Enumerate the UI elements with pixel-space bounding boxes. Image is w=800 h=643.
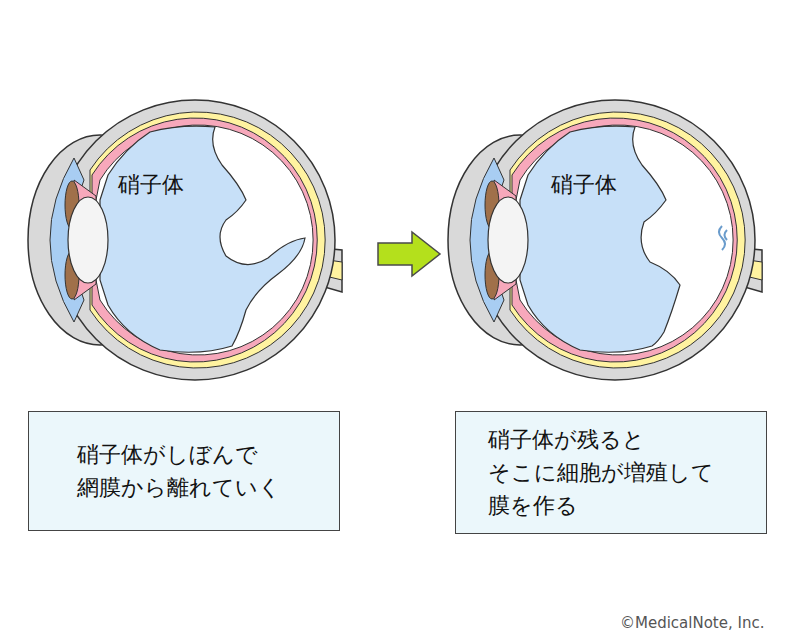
copyright-note: ©MedicalNote, Inc. (620, 614, 764, 632)
part-label: 硝子体 (551, 170, 617, 200)
progress-arrow (378, 232, 440, 276)
caption-text: 硝子体がしぼんで 網膜から離れていく (77, 438, 327, 504)
caption-box: 硝子体がしぼんで 網膜から離れていく (28, 411, 340, 531)
caption-text: 硝子体が残ると そこに細胞が増殖して 膜を作る (488, 423, 728, 522)
caption-box: 硝子体が残ると そこに細胞が増殖して 膜を作る (455, 411, 767, 534)
part-label: 硝子体 (118, 170, 184, 200)
